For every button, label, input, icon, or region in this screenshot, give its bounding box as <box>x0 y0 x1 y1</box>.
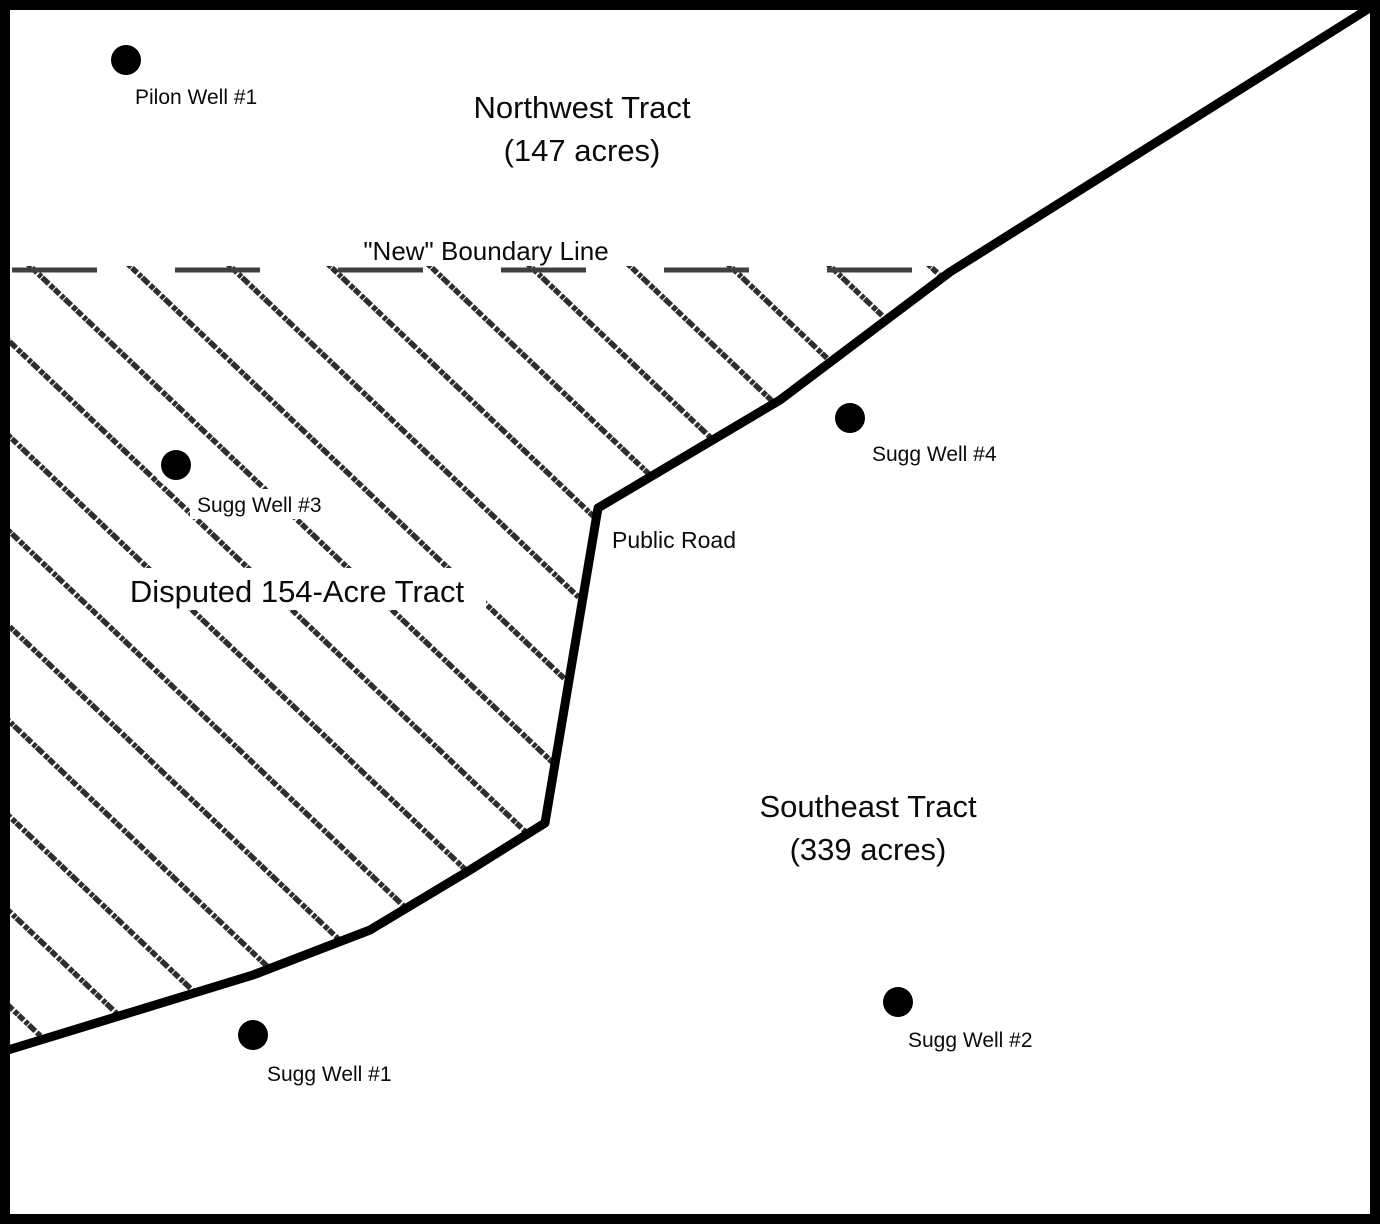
well-label-backing <box>190 489 322 519</box>
well-sugg-3: Sugg Well #3 <box>153 442 322 519</box>
well-label: Sugg Well #1 <box>267 1063 392 1086</box>
hatch-line <box>8 266 852 1050</box>
hatch-line <box>8 266 950 1050</box>
public-road-label: Public Road <box>612 527 736 553</box>
well-label: Sugg Well #2 <box>908 1029 1033 1052</box>
well-dot <box>238 1020 268 1050</box>
disputed-tract-title: Disputed 154-Acre Tract <box>130 574 465 609</box>
well-dot <box>883 987 913 1017</box>
public-road-line <box>3 0 1380 1055</box>
well-dot <box>835 403 865 433</box>
southeast-tract-acreage: (339 acres) <box>790 832 947 867</box>
well-sugg-2: Sugg Well #2 <box>883 987 1033 1052</box>
well-label: Pilon Well #1 <box>135 86 257 109</box>
well-pilon-1: Pilon Well #1 <box>111 45 257 109</box>
hatch-line <box>8 266 950 1050</box>
northwest-tract-label-group: Northwest Tract (147 acres) <box>473 90 690 168</box>
hatch-line <box>8 266 950 1050</box>
northwest-tract-acreage: (147 acres) <box>504 133 661 168</box>
northwest-tract-title: Northwest Tract <box>473 90 690 125</box>
well-dot <box>111 45 141 75</box>
southeast-tract-title: Southeast Tract <box>759 789 977 824</box>
well-sugg-4: Sugg Well #4 <box>835 403 997 466</box>
disputed-tract-label-group: Disputed 154-Acre Tract <box>108 568 486 610</box>
well-dot <box>161 450 191 480</box>
disputed-tract-label-backing <box>108 568 486 610</box>
well-label: Sugg Well #3 <box>197 494 322 517</box>
well-sugg-1: Sugg Well #1 <box>238 1020 392 1086</box>
new-boundary-line-label: "New" Boundary Line <box>363 236 608 266</box>
southeast-tract-label-group: Southeast Tract (339 acres) <box>759 789 977 867</box>
well-label: Sugg Well #4 <box>872 443 997 466</box>
hatch-line <box>8 266 950 1050</box>
hatch-line <box>8 266 752 1050</box>
